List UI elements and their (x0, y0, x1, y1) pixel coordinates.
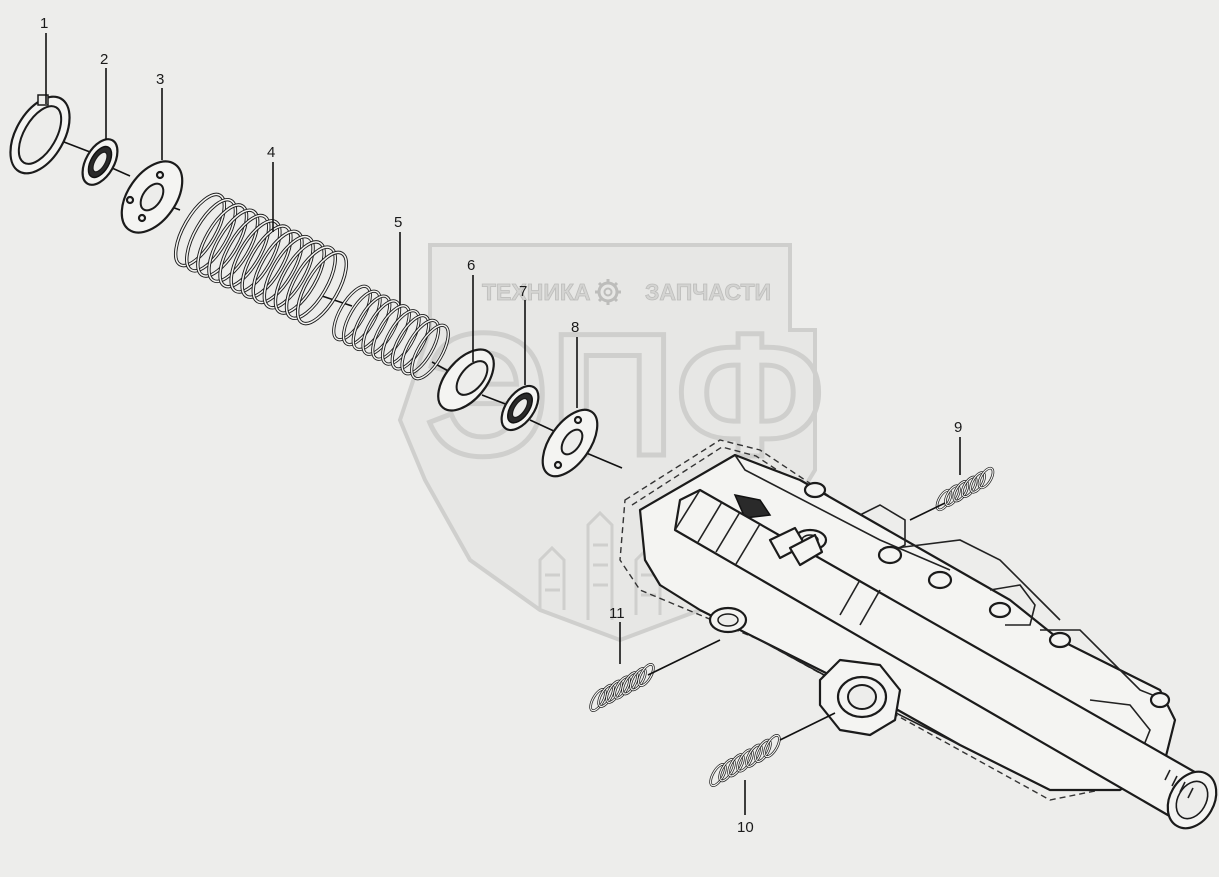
spring-coil (342, 290, 381, 346)
part-flanged-washer (541, 408, 599, 478)
callout-6: 6 (467, 257, 475, 274)
spring-coil (274, 241, 325, 314)
callout-2: 2 (100, 51, 108, 68)
callout-11: 11 (609, 605, 625, 622)
spring-coil (352, 295, 391, 351)
spring-coil (197, 204, 248, 277)
part-washer (120, 160, 184, 234)
selector-shaft (673, 488, 1218, 830)
part-detent-spring-9 (935, 466, 995, 512)
part-small-bushing (500, 384, 540, 432)
spring-coil (241, 225, 292, 298)
spring-coil (411, 324, 449, 380)
spring-coil (174, 193, 226, 267)
spring-coil (764, 734, 780, 758)
spring-coil (372, 305, 410, 360)
spring-coil (208, 209, 259, 283)
callout-7: 7 (519, 283, 527, 300)
spring-coil (219, 214, 270, 288)
spring-coil (296, 251, 348, 325)
part-spring-seat (437, 348, 495, 412)
part-detent-spring-11 (589, 663, 655, 712)
callout-8: 8 (571, 319, 579, 336)
callout-9: 9 (954, 419, 962, 436)
spring-coil (333, 285, 371, 341)
spring-coil (362, 300, 401, 355)
callout-4: 4 (267, 144, 275, 161)
callouts: 1 2 3 4 5 6 7 8 9 10 11 (40, 15, 962, 836)
spring-coil (230, 220, 281, 293)
callout-3: 3 (156, 71, 164, 88)
spring-coil (638, 663, 654, 687)
spring-coil (381, 310, 420, 365)
gear-icon (595, 279, 621, 305)
callout-1: 1 (40, 15, 48, 32)
callout-10: 10 (737, 819, 754, 836)
watermark: ТЕХНИКА ЗАПЧАСТИ ЭПФ (397, 243, 827, 643)
callout-5: 5 (394, 214, 402, 231)
spring-coil (252, 230, 303, 304)
spring-coil (263, 235, 314, 309)
spring-coil (186, 198, 237, 272)
spring-coil (285, 246, 336, 320)
spring-coil (978, 467, 994, 489)
part-bushing (81, 138, 119, 186)
spring-coil (401, 319, 440, 375)
part-small-spring (332, 284, 450, 381)
watermark-monogram: ЭПФ (425, 298, 825, 493)
part-detent-spring-10 (709, 734, 781, 787)
watermark-right-word: ЗАПЧАСТИ (645, 279, 771, 305)
part-snap-ring (9, 94, 71, 175)
part-large-spring (173, 192, 349, 326)
spring-coil (391, 314, 430, 370)
watermark-left-word: ТЕХНИКА (482, 279, 591, 305)
